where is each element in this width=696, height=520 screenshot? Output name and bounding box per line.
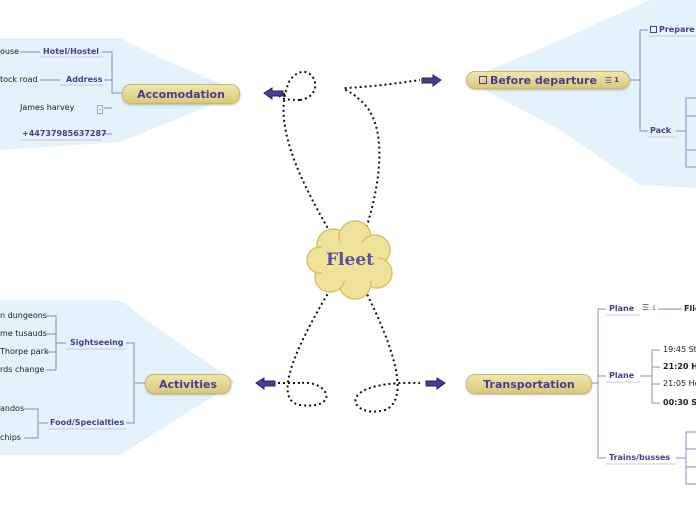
plane-time[interactable]: 21:20 He [663,362,696,371]
sight-item[interactable]: rds change [0,365,45,374]
connector-lines [20,29,696,485]
subtopic-hotel-hostel[interactable]: Hotel/Hostel [43,47,100,56]
sight-item[interactable]: n dungeons [0,311,47,320]
contact-tag-icon: - [97,105,104,114]
topic-before-departure-label: Before departure [490,73,597,87]
food-item[interactable]: chips [0,433,21,442]
hotel-value[interactable]: ouse [0,47,20,56]
checklist-icon: ☰ [604,75,613,85]
sight-item[interactable]: Thorpe park [0,347,49,356]
before-departure-region [466,0,696,188]
sight-item[interactable]: me tusauds [0,329,47,338]
plane-time[interactable]: 19:45 St [663,345,696,354]
topic-accomodation[interactable]: Accomodation [122,84,240,104]
checklist-count: 1 [614,76,619,84]
subtopic-trains-busses[interactable]: Trains/busses [609,453,671,462]
central-topic-label[interactable]: Fleet [325,250,374,270]
contact-name[interactable]: James harvey [20,103,75,112]
subtopic-address[interactable]: Address [66,75,103,84]
subtopic-plane-2[interactable]: Plane [609,371,635,380]
phone-number[interactable]: +447379856372​87 [22,129,107,138]
accomodation-region [0,38,240,150]
topic-before-departure[interactable]: Before departure ☰ 1 [466,71,630,89]
plane-checklist-count: 1 [652,305,656,312]
relationship-lines [275,71,421,413]
plane-checklist-icon: ☰ [642,303,650,312]
checkbox-icon[interactable] [479,76,487,84]
subtopic-prepare[interactable]: Prepare [650,25,695,34]
prepare-checkbox-icon[interactable] [650,26,657,33]
prepare-label: Prepare [659,25,695,34]
plane-1-value[interactable]: Flig [684,304,696,313]
label-underlines [20,35,696,465]
food-item[interactable]: andos [0,404,25,413]
central-cloud [306,220,393,300]
plane-time[interactable]: 00:30 St [663,398,696,407]
subtopic-pack[interactable]: Pack [650,126,672,135]
subtopic-food[interactable]: Food/Specialties [50,418,125,427]
arrow-heads [255,74,446,390]
subtopic-plane-1[interactable]: Plane [609,304,635,313]
address-value[interactable]: tock road [0,75,38,84]
topic-activities[interactable]: Activities [145,374,231,394]
topic-transportation[interactable]: Transportation [466,374,592,394]
topic-transportation-label: Transportation [483,377,575,391]
plane-time[interactable]: 21:05 He [663,379,696,388]
activities-region [0,300,236,455]
subtopic-sightseeing[interactable]: Sightseeing [70,338,124,347]
